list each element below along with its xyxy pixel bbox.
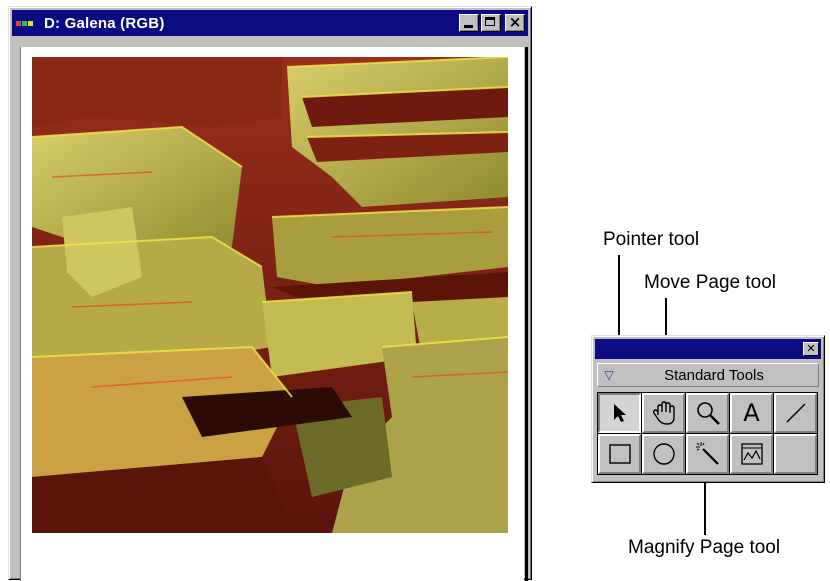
move-page-tool[interactable] bbox=[642, 393, 685, 433]
magic-wand-tool[interactable] bbox=[686, 434, 729, 474]
magnify-page-tool-callout: Magnify Page tool bbox=[628, 537, 781, 558]
palette-close-button[interactable]: ✕ bbox=[803, 342, 819, 356]
dropdown-triangle-icon: ▽ bbox=[604, 368, 614, 382]
magnifier-icon bbox=[696, 402, 720, 425]
ellipse-tool[interactable] bbox=[642, 434, 685, 474]
move-page-tool-callout: Move Page tool bbox=[644, 272, 777, 293]
tool-set-label: Standard Tools bbox=[664, 366, 764, 384]
close-icon: × bbox=[508, 13, 522, 31]
app-icon bbox=[16, 14, 42, 32]
minimize-icon bbox=[464, 25, 473, 28]
window-controls: × bbox=[459, 13, 525, 32]
rectangle-icon bbox=[608, 444, 631, 464]
window-title: D: Galena (RGB) bbox=[44, 14, 165, 32]
pointer-tool[interactable] bbox=[598, 393, 641, 433]
rectangle-tool[interactable] bbox=[598, 434, 641, 474]
pointer-tool-callout: Pointer tool bbox=[603, 229, 700, 250]
magnify-page-tool[interactable] bbox=[686, 393, 729, 433]
hand-icon bbox=[652, 401, 675, 425]
tool-palette: ✕ ▽ Standard Tools A bbox=[591, 335, 825, 483]
ellipse-icon bbox=[652, 443, 675, 465]
line-icon bbox=[786, 403, 805, 423]
line-tool[interactable] bbox=[774, 393, 817, 433]
text-tool[interactable]: A bbox=[730, 393, 773, 433]
galena-micrograph-image bbox=[32, 57, 508, 533]
canvas-border bbox=[525, 47, 528, 581]
profile-tool[interactable] bbox=[730, 434, 773, 474]
magic-wand-icon bbox=[695, 442, 719, 465]
image-window: D: Galena (RGB) × bbox=[8, 6, 532, 581]
arrow-pointer-icon bbox=[613, 404, 626, 422]
close-button[interactable]: × bbox=[505, 13, 525, 32]
palette-titlebar[interactable]: ✕ bbox=[595, 339, 821, 359]
maximize-icon bbox=[485, 17, 495, 26]
tool-grid: A bbox=[597, 392, 818, 475]
window-titlebar[interactable]: D: Galena (RGB) × bbox=[12, 10, 528, 36]
empty-tool-slot bbox=[774, 434, 817, 474]
letter-a-icon: A bbox=[743, 399, 760, 427]
tool-set-selector[interactable]: ▽ Standard Tools bbox=[597, 363, 819, 387]
image-canvas[interactable] bbox=[20, 47, 528, 581]
maximize-button[interactable] bbox=[481, 14, 501, 32]
profile-graph-icon bbox=[740, 443, 763, 465]
minimize-button[interactable] bbox=[459, 14, 479, 32]
close-icon: ✕ bbox=[806, 342, 816, 355]
